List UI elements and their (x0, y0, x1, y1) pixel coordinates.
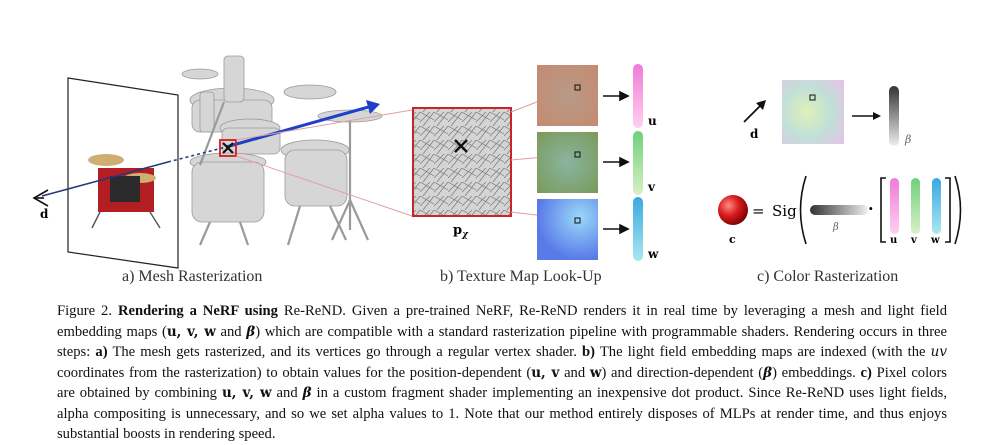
color-rasterization-panel: d β c = Sig β · u v w (718, 80, 962, 246)
ray-occluded (167, 146, 227, 163)
vector-bar-u (890, 178, 899, 234)
caption-title-method: Re-ReND. (283, 303, 346, 319)
drum-kit-mesh (181, 55, 383, 223)
panel-label-a: a) Mesh Rasterization (122, 268, 263, 285)
texture-lookup-panel: pχ u v w (412, 64, 659, 261)
zoom-guide-bottom (235, 155, 413, 217)
hit-point-cross-icon (222, 142, 234, 154)
view-direction-label: d (750, 127, 759, 141)
panel-label-b: b) Texture Map Look-Up (440, 268, 602, 285)
view-direction-arrowhead-icon (756, 100, 766, 110)
mesh-rasterization-panel: d (32, 55, 413, 269)
view-direction-arrow (743, 103, 763, 123)
output-color-sphere (718, 195, 748, 225)
direction-label: d (40, 207, 49, 221)
bracket-left (880, 177, 886, 243)
color-label: c (729, 233, 736, 246)
beta-sublabel: β (832, 222, 839, 233)
step-a-text: The mesh gets rasterized, and its vertic… (112, 344, 577, 360)
texture-map-w (537, 199, 598, 260)
p-chi-label: pχ (453, 223, 469, 240)
figure-caption: Figure 2. Rendering a NeRF using Re-ReND… (57, 303, 948, 442)
v-label: v (647, 180, 656, 194)
embedding-bar-u (633, 64, 643, 128)
paren-left (799, 175, 807, 245)
step-c-label: c) (860, 364, 872, 381)
figure: d pχ (32, 55, 962, 285)
ray-arrowhead-icon (366, 100, 380, 114)
beta-arrowhead-icon (873, 112, 881, 120)
vector-bar-v (911, 178, 920, 234)
camera-eye-icon (32, 189, 49, 207)
sample-marker-beta (809, 94, 816, 101)
vector-bar-w (932, 178, 941, 234)
step-b-label: b) (582, 344, 596, 360)
direction-texture-map (782, 80, 844, 144)
texture-map-u (537, 65, 598, 126)
ray-front (41, 161, 169, 197)
figure-illustration: d pχ (32, 55, 962, 269)
bracket-right (945, 177, 951, 243)
texture-map-v (537, 132, 598, 193)
zoom-cross-icon (454, 139, 468, 153)
embedding-bar-w (633, 197, 643, 261)
step-a-label: a) (95, 344, 108, 360)
caption-title: Rendering a NeRF using (117, 303, 278, 319)
sample-marker-u (574, 84, 581, 91)
paren-right (954, 175, 962, 245)
embedding-bar-v (633, 131, 643, 195)
u-label: u (648, 114, 657, 128)
sample-marker-w (574, 217, 581, 224)
equals-sign: = (752, 202, 765, 220)
vector-u-label: u (890, 235, 897, 246)
embedding-bar-beta (889, 86, 899, 146)
caption-figure-label: Figure 2. (57, 303, 112, 319)
drum-stands (198, 101, 370, 246)
vector-w-label: w (930, 235, 940, 246)
zoomed-mesh-patch (412, 107, 512, 217)
vector-v-label: v (910, 235, 918, 246)
lookup-arrows (603, 90, 630, 235)
w-label: w (647, 247, 659, 261)
dot-operator: · (868, 199, 874, 218)
ray-back (225, 104, 373, 149)
sample-marker-v (574, 151, 581, 158)
beta-label: β (904, 133, 911, 146)
panel-label-c: c) Color Rasterization (757, 268, 899, 285)
zoom-guide-top (235, 109, 413, 141)
rendered-drum-image (88, 154, 161, 229)
sigmoid-label: Sig (772, 202, 797, 220)
beta-bar-horizontal (810, 205, 868, 215)
hit-point-box (219, 139, 237, 157)
caption-sentence-1: Given a pre-trained NeRF, Re-ReND render… (57, 303, 948, 340)
